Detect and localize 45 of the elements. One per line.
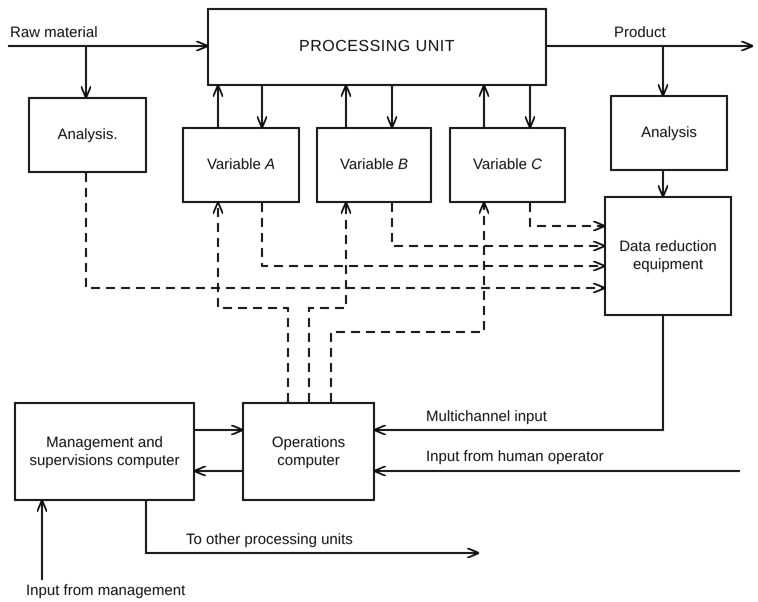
dashed-arrow bbox=[529, 203, 606, 232]
arrow bbox=[386, 86, 398, 129]
arrow bbox=[524, 86, 536, 129]
box-label: Analysis bbox=[641, 124, 697, 142]
process-box bbox=[316, 127, 432, 203]
process-box bbox=[242, 402, 375, 501]
arrow bbox=[256, 86, 268, 129]
box-label: Variable B bbox=[340, 156, 408, 174]
dashed-arrow bbox=[261, 203, 606, 272]
edge-label: Input from management bbox=[24, 582, 188, 599]
dashed-arrow bbox=[212, 201, 289, 402]
process-box bbox=[610, 95, 728, 171]
dashed-arrow bbox=[85, 173, 606, 294]
process-box bbox=[182, 127, 300, 203]
edge-label: Input from human operator bbox=[424, 448, 606, 465]
dashed-arrow bbox=[330, 201, 490, 402]
box-label: Variable A bbox=[206, 156, 276, 174]
edge-label: To other processing units bbox=[184, 531, 355, 548]
edge-label: Multichannel input bbox=[424, 408, 549, 425]
arrow bbox=[145, 501, 480, 559]
arrow bbox=[195, 424, 244, 436]
arrow bbox=[373, 465, 740, 477]
box-label: Management and supervisions computer bbox=[28, 434, 181, 470]
box-label: Variable C bbox=[473, 156, 542, 174]
arrow bbox=[373, 316, 664, 436]
arrow bbox=[212, 84, 224, 127]
arrow bbox=[80, 46, 92, 99]
dashed-arrow bbox=[308, 201, 352, 402]
arrow bbox=[8, 40, 209, 52]
process-box bbox=[14, 402, 195, 501]
arrow bbox=[657, 171, 669, 198]
box-label: Operations computer bbox=[270, 434, 346, 470]
dashed-arrow bbox=[391, 203, 606, 252]
box-label: PROCESSING UNIT bbox=[299, 37, 455, 57]
arrow bbox=[36, 499, 48, 580]
process-box bbox=[207, 8, 547, 86]
arrow bbox=[340, 84, 352, 127]
arrow bbox=[547, 45, 669, 97]
process-box bbox=[604, 196, 732, 316]
process-box bbox=[449, 127, 566, 203]
box-label: Data reduction equipment bbox=[618, 238, 718, 274]
arrow bbox=[193, 465, 242, 477]
box-label: Analysis. bbox=[57, 126, 118, 144]
process-box bbox=[28, 97, 147, 173]
arrow bbox=[478, 84, 490, 127]
